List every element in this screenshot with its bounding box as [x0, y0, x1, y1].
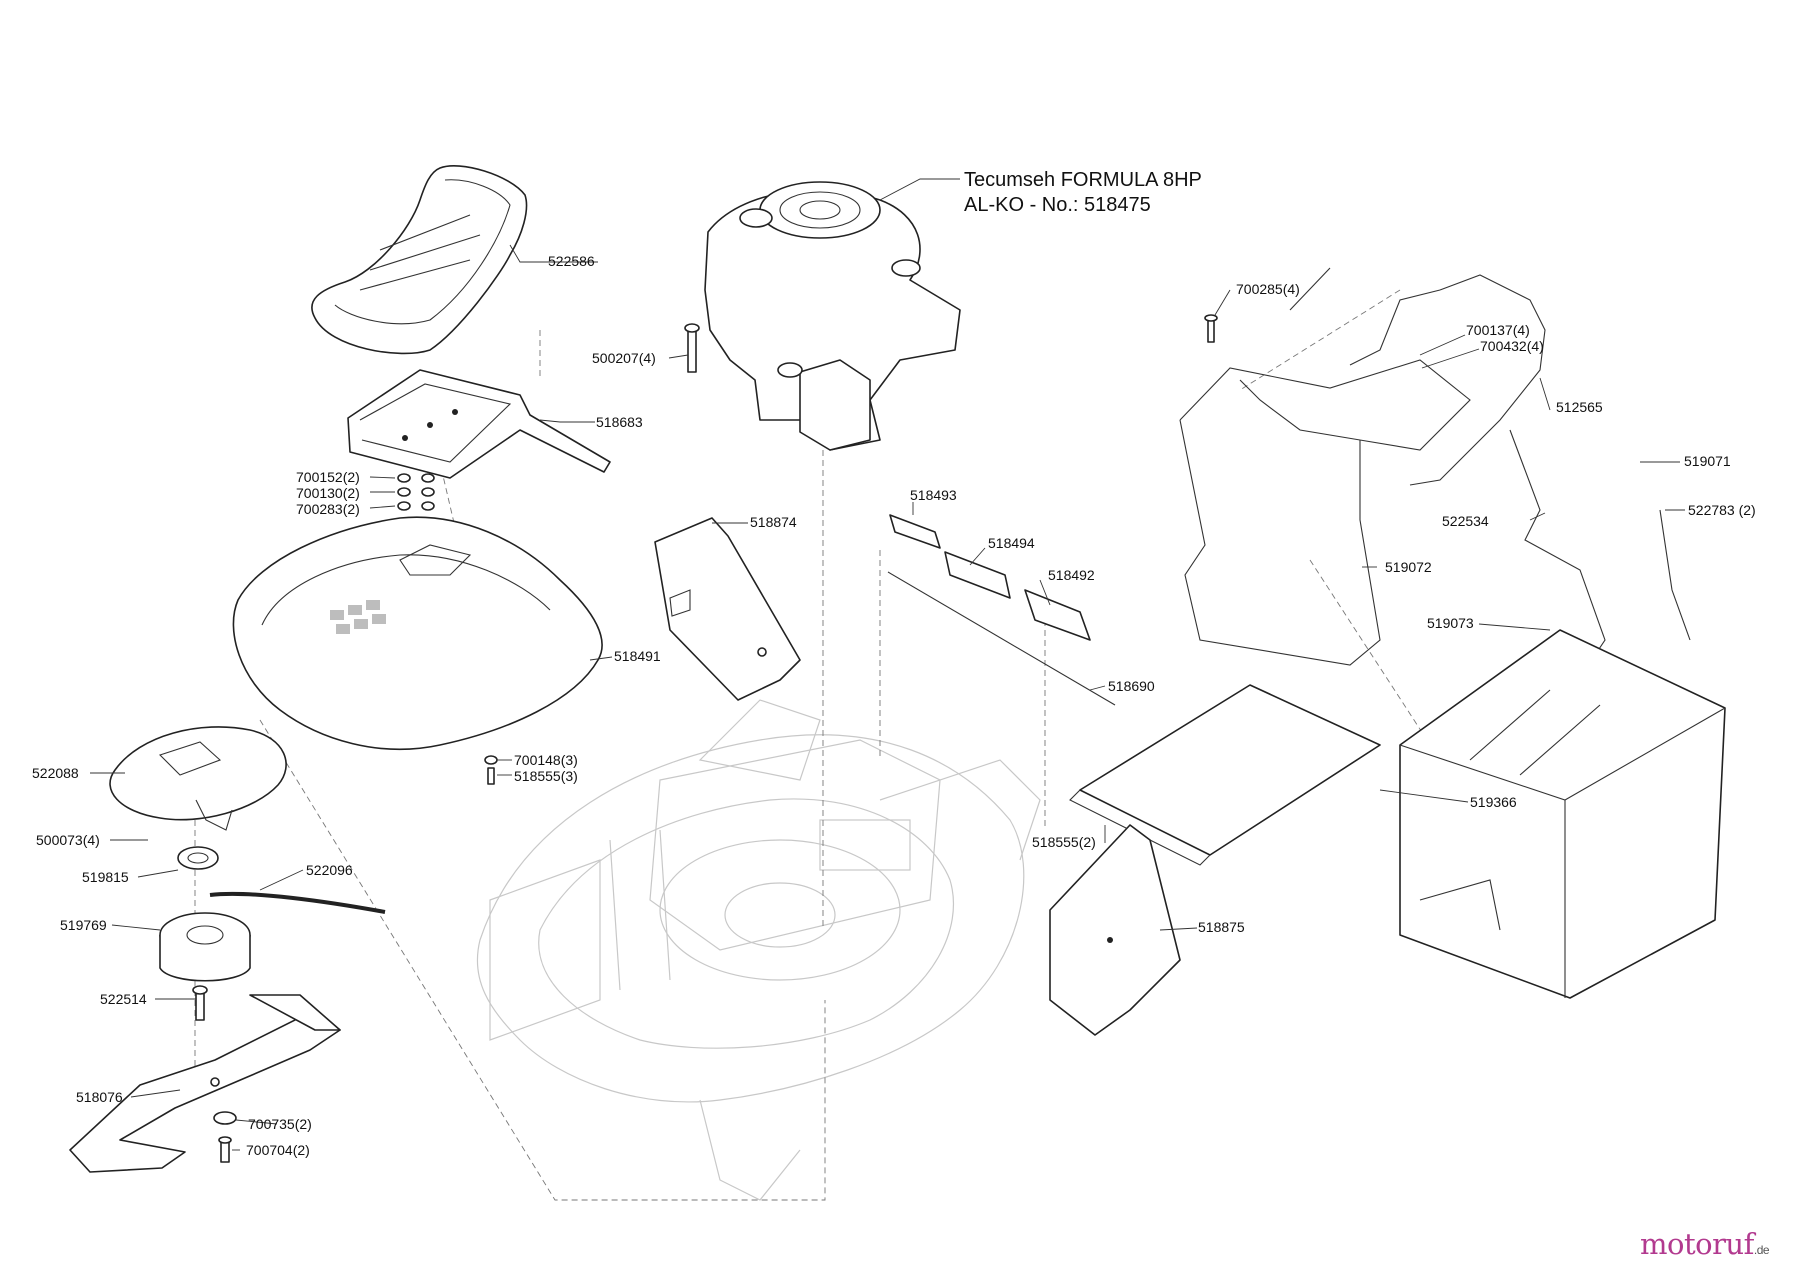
callout-522096: 522096	[306, 862, 353, 878]
bolt-500207	[684, 323, 700, 373]
callout-518555-3: 518555(3)	[514, 768, 578, 784]
callout-518491: 518491	[614, 648, 661, 664]
callout-522534: 522534	[1442, 513, 1489, 529]
callout-522088: 522088	[32, 765, 79, 781]
callout-522586: 522586	[548, 253, 595, 269]
grass-bag	[1399, 629, 1726, 999]
roller-set	[887, 514, 1116, 706]
callout-518492: 518492	[1048, 567, 1095, 583]
leader-lines	[90, 178, 1685, 1151]
pulley	[177, 846, 219, 870]
blade-washer-screw	[213, 1111, 237, 1163]
electric-clutch	[159, 912, 251, 982]
mower-blade	[69, 994, 341, 1173]
motoruf-logo: motoruf.de	[1640, 1227, 1770, 1261]
seat	[311, 165, 528, 355]
callout-700148: 700148(3)	[514, 752, 578, 768]
callout-700432: 700432(4)	[1480, 338, 1544, 354]
engine-title-line-2: AL-KO - No.: 518475	[964, 194, 1151, 216]
callout-518493: 518493	[910, 487, 957, 503]
callout-518690: 518690	[1108, 678, 1155, 694]
callout-700735: 700735(2)	[248, 1116, 312, 1132]
engine	[704, 181, 961, 451]
callout-700137: 700137(4)	[1466, 322, 1530, 338]
callout-700285: 700285(4)	[1236, 281, 1300, 297]
washer-stack	[397, 473, 435, 511]
body-cover	[232, 516, 603, 751]
callout-500207: 500207(4)	[592, 350, 656, 366]
callout-518494: 518494	[988, 535, 1035, 551]
callout-519366: 519366	[1470, 794, 1517, 810]
callout-519072: 519072	[1385, 559, 1432, 575]
logo-suffix: .de	[1753, 1243, 1770, 1257]
deflector-plate	[1069, 684, 1381, 866]
grass-bag-frame	[1179, 359, 1471, 666]
callout-518076: 518076	[76, 1089, 123, 1105]
screw-700285	[1204, 314, 1218, 343]
callout-500073: 500073(4)	[36, 832, 100, 848]
support-rods	[1289, 267, 1691, 656]
callout-518555-2: 518555(2)	[1032, 834, 1096, 850]
side-panel-left	[654, 517, 801, 701]
callout-519071: 519071	[1684, 453, 1731, 469]
callout-700283: 700283(2)	[296, 501, 360, 517]
callout-512565: 512565	[1556, 399, 1603, 415]
callout-700130: 700130(2)	[296, 485, 360, 501]
callout-700704: 700704(2)	[246, 1142, 310, 1158]
callout-519769: 519769	[60, 917, 107, 933]
mower-deck-ghost	[476, 699, 1041, 1201]
callout-522783: 522783 (2)	[1688, 502, 1756, 518]
center-bolt	[192, 985, 208, 1021]
drive-belt	[209, 891, 386, 914]
side-panel-right	[1049, 824, 1181, 1036]
cover-screws	[484, 755, 498, 785]
logo-text: motoruf	[1640, 1227, 1754, 1261]
grass-bag-handle	[1349, 274, 1546, 486]
callout-518875: 518875	[1198, 919, 1245, 935]
callout-700152: 700152(2)	[296, 469, 360, 485]
callout-519073: 519073	[1427, 615, 1474, 631]
callout-519815: 519815	[82, 869, 129, 885]
blade-hub-plate	[109, 726, 287, 831]
callout-522514: 522514	[100, 991, 147, 1007]
callout-518683: 518683	[596, 414, 643, 430]
seat-bracket	[347, 369, 611, 479]
callout-518874: 518874	[750, 514, 797, 530]
engine-title-line-1: Tecumseh FORMULA 8HP	[964, 169, 1202, 191]
